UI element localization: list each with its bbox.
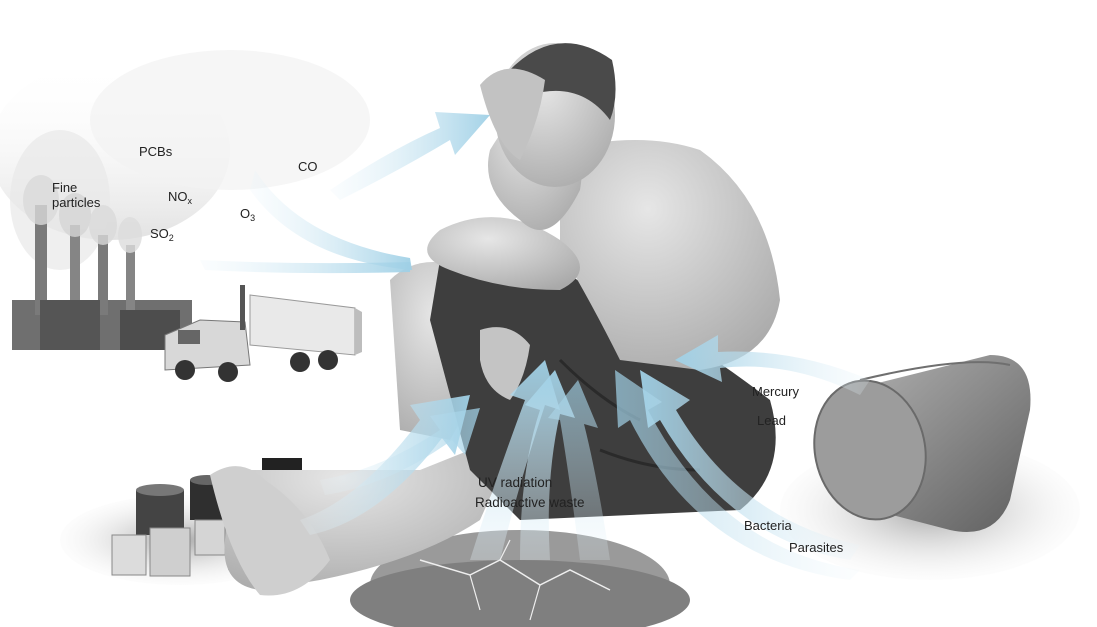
- label-mercury: Mercury: [752, 385, 799, 400]
- label-parasites: Parasites: [789, 541, 843, 556]
- label-so2-sub: 2: [169, 233, 174, 243]
- label-nox-sub: x: [188, 196, 193, 206]
- label-fine-particles: Fine particles: [52, 181, 100, 211]
- label-fine-line1: Fine: [52, 181, 100, 196]
- label-pcbs: PCBs: [139, 145, 172, 160]
- label-radioactive-waste: Radioactive waste: [475, 495, 585, 511]
- label-o3-main: O: [240, 206, 250, 221]
- label-so2: SO2: [150, 227, 174, 243]
- label-uv-radiation: UV radiation: [478, 475, 552, 491]
- truck-illustration: [165, 285, 362, 382]
- label-bacteria: Bacteria: [744, 519, 792, 534]
- label-co: CO: [298, 160, 318, 175]
- label-so2-main: SO: [150, 226, 169, 241]
- label-nox-main: NO: [168, 189, 188, 204]
- label-lead: Lead: [757, 414, 786, 429]
- label-nox: NOx: [168, 190, 192, 206]
- label-fine-line2: particles: [52, 196, 100, 211]
- label-o3-sub: 3: [250, 213, 255, 223]
- label-o3: O3: [240, 207, 255, 223]
